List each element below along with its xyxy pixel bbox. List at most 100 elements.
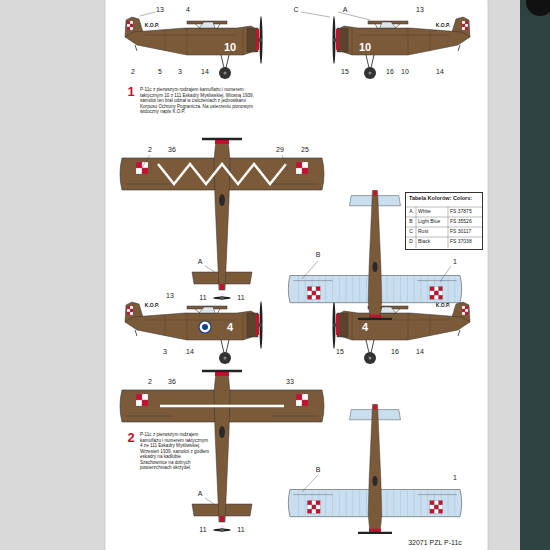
- cowl-ring: [369, 529, 381, 532]
- tactical-number: 4: [362, 321, 368, 333]
- squadron-emblem: [199, 321, 211, 333]
- checkerboard-square: [465, 24, 468, 27]
- checkerboard-square: [430, 287, 434, 291]
- callout-number: 2: [148, 146, 152, 154]
- wheel-hub: [369, 357, 372, 360]
- checkerboard-square: [307, 287, 311, 291]
- cockpit: [219, 426, 225, 438]
- propeller: [202, 370, 242, 373]
- top-view: [120, 139, 324, 290]
- checkerboard-square: [307, 505, 311, 509]
- canopy: [199, 22, 215, 28]
- rudder-tip: [220, 516, 224, 522]
- checkerboard-square: [316, 295, 320, 299]
- panel-lines: [352, 312, 450, 340]
- wheel-hub: [224, 72, 227, 75]
- leader-line: [205, 498, 214, 504]
- callout-number: 36: [168, 378, 176, 386]
- propeller-hub: [220, 528, 224, 532]
- leader-line: [142, 155, 150, 168]
- checkerboard-square: [434, 291, 438, 295]
- checkerboard-square: [127, 306, 130, 309]
- leader-line: [282, 155, 288, 170]
- callout-number: 14: [186, 348, 194, 356]
- checkerboard-square: [465, 21, 468, 24]
- leader-line: [440, 266, 451, 282]
- wheel: [219, 67, 231, 79]
- callout-number: 3: [178, 68, 182, 76]
- checkerboard-square: [307, 509, 311, 513]
- checkerboard-square: [462, 27, 465, 30]
- checkerboard-square: [130, 309, 133, 312]
- checkerboard-square: [312, 501, 316, 505]
- callout-number: 16: [391, 348, 399, 356]
- checkerboard-square: [136, 394, 142, 400]
- color-callout: C: [293, 6, 298, 14]
- callout-number: 1: [453, 258, 457, 266]
- callout-number: 2: [131, 68, 135, 76]
- checkerboard-square: [127, 309, 130, 312]
- checkerboard-square: [465, 312, 468, 315]
- description-text: P-11c z pierwszym rodzajem kamuflażu i n…: [140, 87, 264, 115]
- propeller: [358, 532, 392, 534]
- white-stripe: [160, 405, 284, 407]
- callout-number: 13: [416, 6, 424, 14]
- color-callout: A: [198, 258, 203, 266]
- fuselage: [337, 26, 470, 55]
- underside-view: [288, 191, 461, 319]
- propeller-hub: [220, 296, 224, 300]
- checkerboard-square: [434, 505, 438, 509]
- canopy: [199, 307, 215, 313]
- fuselage: [337, 311, 470, 340]
- tail-marking: K.O.P.: [436, 23, 450, 29]
- leader-line: [140, 12, 155, 16]
- leader-line: [205, 266, 215, 272]
- tactical-number: 10: [359, 41, 371, 53]
- table-cell: FS 35526: [450, 219, 472, 225]
- checkerboard-square: [430, 509, 434, 513]
- checkerboard-square: [136, 162, 142, 168]
- checkerboard-square: [438, 295, 442, 299]
- checkerboard-square: [302, 394, 308, 400]
- panel-lines: [145, 312, 243, 340]
- checkerboard-square: [316, 287, 320, 291]
- squadron-emblem-core: [202, 324, 208, 330]
- color-callout: B: [316, 466, 321, 474]
- fuselage: [125, 26, 258, 55]
- cowl-ring: [215, 140, 229, 144]
- propeller-part: [213, 296, 231, 300]
- spinner: [333, 323, 337, 327]
- callout-number: 14: [436, 68, 444, 76]
- checkerboard-square: [296, 394, 302, 400]
- checkerboard-square: [302, 168, 308, 174]
- table-cell: C: [409, 229, 413, 235]
- checkerboard-square: [307, 501, 311, 505]
- propeller: [202, 138, 242, 141]
- leader-line: [302, 261, 318, 279]
- table-cell: D: [409, 239, 413, 245]
- propeller-blade: [213, 529, 231, 532]
- checkerboard-square: [130, 24, 133, 27]
- canopy: [380, 307, 396, 313]
- checkerboard-square: [142, 394, 148, 400]
- checkerboard-square: [434, 287, 438, 291]
- checkerboard-square: [312, 291, 316, 295]
- checkerboard-square: [316, 505, 320, 509]
- checkerboard-square: [296, 400, 302, 406]
- wheel: [364, 352, 376, 364]
- callout-number: 11: [237, 526, 244, 534]
- propeller-blade: [213, 297, 231, 300]
- side-view: [333, 16, 471, 79]
- checkerboard-square: [302, 162, 308, 168]
- sheet-footer: 32071 PZL P-11c: [408, 539, 462, 547]
- checkerboard-square: [130, 312, 133, 315]
- side-view: [125, 16, 263, 79]
- checkerboard-square: [430, 501, 434, 505]
- engine-cowling: [247, 28, 258, 52]
- callout-number: 13: [166, 292, 174, 300]
- checkerboard-square: [312, 505, 316, 509]
- dark-strip: [520, 0, 550, 550]
- checkerboard-square: [462, 306, 465, 309]
- checkerboard-square: [462, 309, 465, 312]
